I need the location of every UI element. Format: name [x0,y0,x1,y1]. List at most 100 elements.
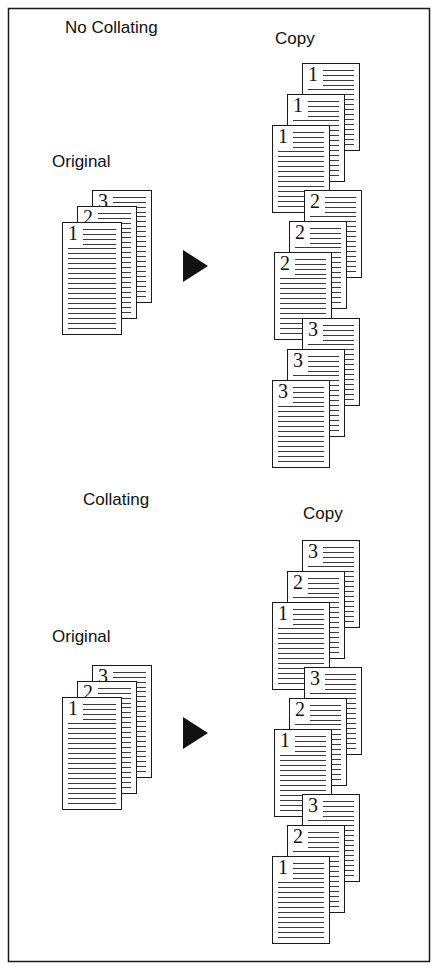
text-line [278,151,324,152]
text-line [83,704,116,705]
text-line [278,456,324,457]
text-line [295,741,326,742]
page-number: 1 [277,603,289,623]
text-line [278,451,324,452]
page-number: 1 [292,95,304,115]
text-line [98,688,131,689]
page-number: 1 [307,64,319,84]
text-line [293,878,324,879]
text-line [308,583,339,584]
text-line [310,693,356,694]
text-line [68,283,116,284]
text-line [278,897,324,898]
text-line [325,684,356,685]
text-line [278,907,324,908]
page-number: 3 [307,319,319,339]
text-line [68,728,116,729]
text-line [308,101,339,102]
text-line [325,212,356,213]
text-line [280,298,326,299]
text-line [293,120,339,121]
text-line [278,658,324,659]
text-line [68,328,116,329]
text-line [83,719,116,720]
text-line [325,674,356,675]
text-line [280,283,326,284]
text-line [323,340,354,341]
page-number: 1 [277,126,289,146]
text-line [280,303,326,304]
text-line [308,566,354,567]
text-line [278,892,324,893]
text-line [295,269,326,270]
section-heading: No Collating [65,18,158,38]
text-line [280,755,326,756]
text-line [278,461,324,462]
text-line [278,927,324,928]
text-line [83,234,116,235]
text-line [293,392,324,393]
text-line [278,446,324,447]
text-line [310,710,341,711]
text-line [325,197,356,198]
page-number: 2 [292,572,304,592]
text-line [278,902,324,903]
text-line [68,278,116,279]
text-line [293,868,324,869]
column-heading: Original [52,152,111,172]
text-line [323,330,354,331]
text-line [323,75,354,76]
outer-frame [9,9,430,962]
text-line [280,288,326,289]
text-line [323,325,354,326]
page-number: 3 [277,381,289,401]
text-line [278,633,324,634]
text-line [278,912,324,913]
text-line [280,293,326,294]
text-line [323,806,354,807]
text-line [278,917,324,918]
column-heading: Original [52,627,111,647]
text-line [68,773,116,774]
text-line [295,259,326,260]
page-number: 3 [307,541,319,561]
text-line [278,628,324,629]
text-line [68,733,116,734]
text-line [278,648,324,649]
text-line [278,653,324,654]
text-line [68,723,116,724]
text-line [280,760,326,761]
text-line [68,763,116,764]
text-line [278,411,324,412]
text-line [68,783,116,784]
text-line [98,218,131,219]
text-line [293,624,324,625]
text-line [278,663,324,664]
text-line [113,677,146,678]
text-line [278,406,324,407]
text-line [295,247,341,248]
text-line [278,887,324,888]
text-line [278,426,324,427]
text-line [280,780,326,781]
text-line [323,816,354,817]
page-number: 3 [307,795,319,815]
text-line [278,156,324,157]
text-line [68,768,116,769]
text-line [308,588,339,589]
text-line [98,693,131,694]
text-line [308,89,354,90]
paper-page: 1 [62,222,122,335]
text-line [308,361,339,362]
text-line [293,614,324,615]
text-line [308,111,339,112]
text-line [280,785,326,786]
text-line [325,202,356,203]
text-line [325,207,356,208]
text-line [113,202,146,203]
text-line [293,147,324,148]
text-line [68,308,116,309]
text-line [295,724,341,725]
text-line [308,847,339,848]
